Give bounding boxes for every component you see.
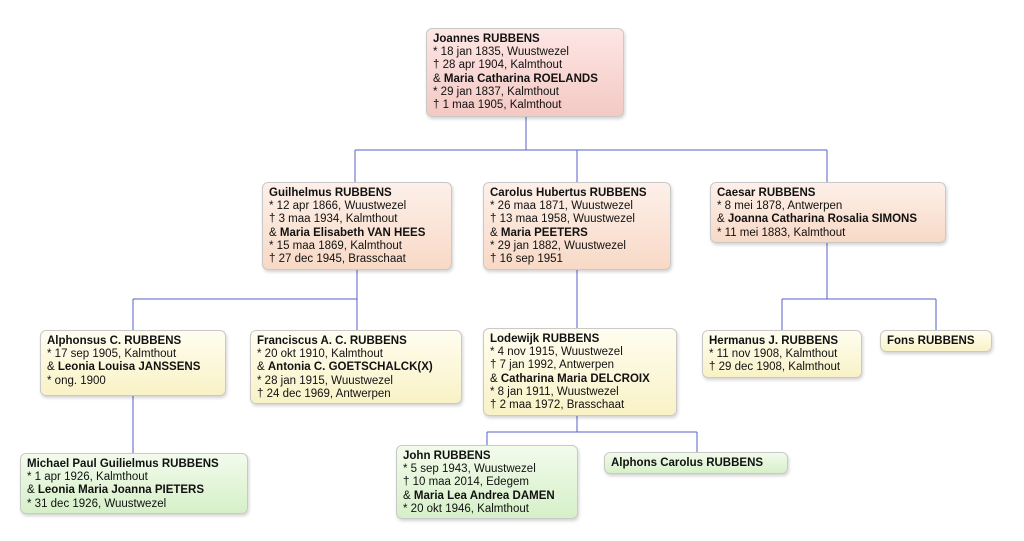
spouse-line: & Maria PEETERS [490, 227, 664, 240]
connector-guilhelmus-children [132, 270, 358, 330]
birth-line: * 29 jan 1882, Wuustwezel [490, 239, 626, 252]
birth-line: * 1 apr 1926, Kalmthout [27, 471, 148, 484]
birth-line: * 26 maa 1871, Wuustwezel [490, 200, 633, 213]
person-card-fons-rubbens[interactable]: Fons RUBBENS [880, 330, 992, 352]
person-name: Fons RUBBENS [887, 335, 975, 347]
spouse-line: & Catharina Maria DELCROIX [490, 373, 670, 386]
birth-line: * 31 dec 1926, Wuustwezel [27, 497, 167, 510]
birth-line: * ong. 1900 [47, 374, 106, 387]
spouse-name[interactable]: Leonia Maria Joanna PIETERS [37, 484, 205, 497]
person-card-hermanus-j-rubbens[interactable]: Hermanus J. RUBBENS* 11 nov 1908, Kalmth… [702, 330, 862, 378]
spouse-line: & Maria Catharina ROELANDS [433, 73, 617, 86]
death-line: † 1 maa 1905, Kalmthout [433, 99, 562, 112]
person-card-caesar-rubbens[interactable]: Caesar RUBBENS* 8 mei 1878, Antwerpen& J… [710, 182, 946, 243]
spouse-name[interactable]: Leonia Louisa JANSSENS [57, 361, 201, 374]
person-name: Caesar RUBBENS [717, 187, 816, 199]
spouse-name[interactable]: Joanna Catharina Rosalia SIMONS [727, 213, 918, 226]
birth-line: * 11 nov 1908, Kalmthout [709, 348, 838, 361]
person-card-guilhelmus-rubbens[interactable]: Guilhelmus RUBBENS* 12 apr 1866, Wuustwe… [262, 182, 452, 270]
connector-lodewijk-children [486, 416, 698, 452]
spouse-line: & Maria Lea Andrea DAMEN [403, 490, 571, 503]
death-line: † 29 dec 1908, Kalmthout [709, 361, 841, 374]
birth-line: * 8 jan 1911, Wuustwezel [490, 385, 619, 398]
death-line: † 28 apr 1904, Kalmthout [433, 59, 563, 72]
birth-line: * 20 okt 1910, Kalmthout [257, 348, 383, 361]
person-card-alphons-carolus-rubbens[interactable]: Alphons Carolus RUBBENS [604, 452, 788, 474]
person-card-franciscus-a-c-rubbens[interactable]: Franciscus A. C. RUBBENS* 20 okt 1910, K… [250, 330, 462, 404]
death-line: † 13 maa 1958, Wuustwezel [490, 213, 635, 226]
spouse-line: & Joanna Catharina Rosalia SIMONS [717, 213, 939, 226]
person-name: John RUBBENS [403, 450, 491, 462]
birth-line: * 17 sep 1905, Kalmthout [47, 348, 177, 361]
person-card-michael-paul-guilielmus-rubbens[interactable]: Michael Paul Guilielmus RUBBENS* 1 apr 1… [20, 453, 248, 514]
person-name: Alphonsus C. RUBBENS [47, 335, 182, 347]
spouse-line: & Antonia C. GOETSCHALCK(X) [257, 361, 455, 374]
spouse-line: & Leonia Maria Joanna PIETERS [27, 484, 241, 497]
spouse-name[interactable]: Maria Catharina ROELANDS [443, 72, 598, 85]
birth-line: * 11 mei 1883, Kalmthout [717, 226, 846, 239]
spouse-prefix: & [433, 72, 444, 85]
birth-line: * 4 nov 1915, Wuustwezel [490, 346, 623, 359]
spouse-prefix: & [269, 226, 280, 239]
person-name: Joannes RUBBENS [433, 33, 540, 45]
spouse-name[interactable]: Maria Lea Andrea DAMEN [413, 489, 555, 502]
death-line: † 3 maa 1934, Kalmthout [269, 213, 398, 226]
spouse-prefix: & [27, 484, 38, 497]
person-name: Lodewijk RUBBENS [490, 333, 600, 345]
spouse-line: & Leonia Louisa JANSSENS [47, 361, 219, 374]
death-line: † 7 jan 1992, Antwerpen [490, 359, 615, 372]
birth-line: * 29 jan 1837, Kalmthout [433, 85, 559, 98]
person-card-alphonsus-c-rubbens[interactable]: Alphonsus C. RUBBENS* 17 sep 1905, Kalmt… [40, 330, 226, 396]
birth-line: * 15 maa 1869, Kalmthout [269, 239, 402, 252]
birth-line: * 12 apr 1866, Wuustwezel [269, 200, 407, 213]
connector-joannes-children [354, 117, 828, 183]
death-line: † 16 sep 1951 [490, 253, 563, 266]
spouse-prefix: & [490, 226, 501, 239]
death-line: † 24 dec 1969, Antwerpen [257, 387, 391, 400]
spouse-prefix: & [490, 372, 501, 385]
person-card-john-rubbens[interactable]: John RUBBENS* 5 sep 1943, Wuustwezel† 10… [396, 445, 578, 519]
spouse-name[interactable]: Catharina Maria DELCROIX [500, 372, 650, 385]
person-name: Carolus Hubertus RUBBENS [490, 187, 647, 199]
person-name: Franciscus A. C. RUBBENS [257, 335, 407, 347]
spouse-prefix: & [403, 489, 414, 502]
person-card-lodewijk-rubbens[interactable]: Lodewijk RUBBENS* 4 nov 1915, Wuustwezel… [483, 328, 677, 416]
birth-line: * 5 sep 1943, Wuustwezel [403, 463, 536, 476]
person-name: Hermanus J. RUBBENS [709, 335, 839, 347]
person-card-joannes-rubbens[interactable]: Joannes RUBBENS* 18 jan 1835, Wuustwezel… [426, 28, 624, 117]
person-name: Guilhelmus RUBBENS [269, 187, 392, 199]
spouse-line: & Maria Elisabeth VAN HEES [269, 227, 445, 240]
death-line: † 10 maa 2014, Edegem [403, 476, 529, 489]
birth-line: * 28 jan 1915, Wuustwezel [257, 374, 393, 387]
connector-caesar-children [781, 243, 937, 330]
person-name: Alphons Carolus RUBBENS [611, 457, 764, 469]
person-name: Michael Paul Guilielmus RUBBENS [27, 458, 219, 470]
spouse-prefix: & [257, 361, 268, 374]
spouse-prefix: & [717, 213, 728, 226]
spouse-name[interactable]: Maria Elisabeth VAN HEES [279, 226, 426, 239]
spouse-name[interactable]: Maria PEETERS [500, 226, 588, 239]
birth-line: * 18 jan 1835, Wuustwezel [433, 46, 569, 59]
birth-line: * 8 mei 1878, Antwerpen [717, 200, 843, 213]
person-card-carolus-hubertus-rubbens[interactable]: Carolus Hubertus RUBBENS* 26 maa 1871, W… [483, 182, 671, 270]
spouse-name[interactable]: Antonia C. GOETSCHALCK(X) [267, 361, 433, 374]
death-line: † 27 dec 1945, Brasschaat [269, 253, 406, 266]
birth-line: * 20 okt 1946, Kalmthout [403, 502, 529, 515]
death-line: † 2 maa 1972, Brasschaat [490, 399, 625, 412]
spouse-prefix: & [47, 361, 58, 374]
